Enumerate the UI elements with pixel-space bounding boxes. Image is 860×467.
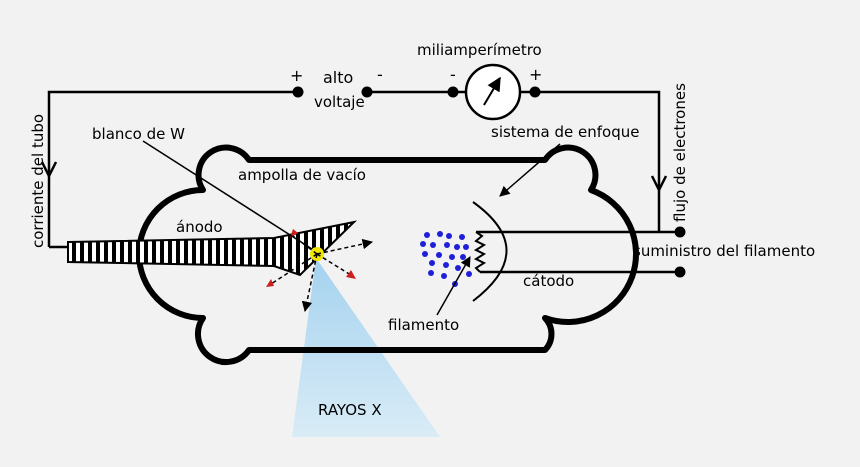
voltaje-label: voltaje <box>314 93 365 111</box>
cathode-label: cátodo <box>523 272 574 290</box>
target-label: blanco de W <box>92 125 185 143</box>
milliammeter-icon <box>464 63 522 121</box>
meter-plus-sign: + <box>529 65 542 84</box>
focus-system-label: sistema de enfoque <box>491 123 639 141</box>
filament-supply-label: suministro del filamento <box>633 242 815 260</box>
terminal-filament-bottom <box>674 266 686 278</box>
leader-lines <box>142 140 561 316</box>
vacuum-bulb-label: ampolla de vacío <box>238 166 366 184</box>
vacuum-bulb <box>136 144 639 366</box>
anode-label: ánodo <box>176 218 223 236</box>
terminal-hv-negative <box>361 86 373 98</box>
electron-cloud <box>420 231 472 287</box>
filament-coil <box>473 231 487 273</box>
electron-flow-arrowhead <box>650 175 668 193</box>
focusing-cup <box>472 201 508 302</box>
terminal-hv-positive <box>292 86 304 98</box>
hv-minus-sign: - <box>377 65 383 84</box>
milliammeter-label: miliamperímetro <box>417 41 542 59</box>
tube-current-arrowhead <box>40 161 58 179</box>
terminal-meter-positive <box>529 86 541 98</box>
hv-plus-sign: + <box>290 66 303 85</box>
terminal-filament-top <box>674 226 686 238</box>
terminal-meter-negative <box>447 86 459 98</box>
filament-label: filamento <box>388 316 459 334</box>
tube-current-label: corriente del tubo <box>29 114 47 248</box>
xrays-label: RAYOS X <box>318 401 382 419</box>
electron-flow-label: flujo de electrones <box>671 83 689 222</box>
meter-minus-sign: - <box>450 65 456 84</box>
alto-label: alto <box>323 68 353 87</box>
anode <box>67 220 358 277</box>
